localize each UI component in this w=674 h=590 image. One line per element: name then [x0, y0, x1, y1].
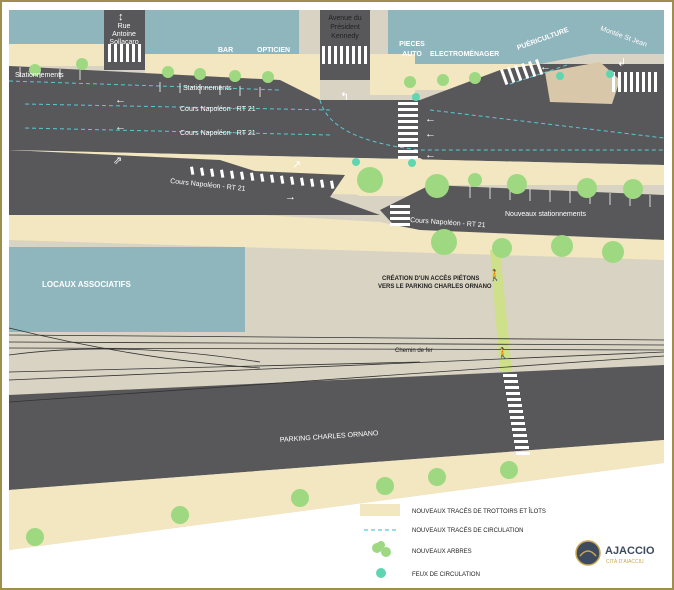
crosswalks — [108, 44, 657, 455]
label-acces-line2: VERS LE PARKING CHARLES ORNANO — [378, 284, 492, 290]
tree-icon — [357, 167, 383, 193]
arrow-turn-icon: ↗ — [292, 159, 301, 171]
legend-item-traffic-lights: FEUX DE CIRCULATION — [412, 572, 480, 578]
arrow-turn-icon: ↰ — [340, 91, 349, 103]
tree-icon — [577, 178, 597, 198]
arrow-up-icon: ↕ — [118, 11, 124, 23]
pedestrian-access-path — [490, 250, 512, 372]
pedestrian-icon: 🚶 — [496, 347, 510, 360]
crosswalk-montee — [612, 72, 657, 92]
crosswalk-parking — [503, 374, 530, 455]
traffic-lights — [352, 70, 614, 167]
tree-icon — [623, 179, 643, 199]
crosswalk-central — [398, 102, 418, 159]
cours-napoleon-road — [9, 64, 664, 165]
label-locaux-associatifs: LOCAUX ASSOCIATIFS — [42, 280, 132, 289]
tree-icon — [437, 74, 449, 86]
label-stationnements-left: Stationnements — [15, 72, 64, 79]
label-opticien: OPTICIEN — [257, 47, 290, 54]
avenue-kennedy-road — [320, 10, 370, 80]
tree-icon — [26, 528, 44, 546]
arrow-left-icon: ← — [425, 149, 436, 161]
tree-icon — [425, 174, 449, 198]
building-shops-right — [388, 10, 664, 54]
pedestrian-icon: 🚶 — [488, 269, 502, 282]
traffic-light-icon — [556, 72, 564, 80]
label-cours-1: Cours Napoléon - RT 21 — [180, 106, 256, 113]
sidewalk-top — [9, 44, 104, 66]
legend-item-circulation: NOUVEAUX TRACÉS DE CIRCULATION — [412, 527, 523, 534]
tree-icon — [29, 64, 41, 76]
ajaccio-logo: AJACCIO CITÀ D'AIACCIU — [575, 540, 655, 566]
tree-icon — [76, 58, 88, 70]
traffic-light-icon — [408, 159, 416, 167]
arrow-right-icon: → — [285, 191, 296, 203]
label-bar: BAR — [218, 47, 233, 54]
arrow-left-icon: ← — [425, 113, 436, 125]
label-chemin-de-fer: Chemin de fer — [395, 348, 433, 354]
parking-charles-ornano — [9, 365, 664, 490]
crosswalk-kennedy — [322, 46, 367, 64]
traffic-light-icon — [352, 158, 360, 166]
tree-icon — [602, 241, 624, 263]
label-cours-2: Cours Napoléon - RT 21 — [180, 130, 256, 137]
tree-icon — [431, 229, 457, 255]
arrow-right-icon: ⇗ — [113, 155, 122, 167]
arrow-left-icon: ← — [540, 61, 551, 73]
tree-icon — [469, 72, 481, 84]
tree-icon — [376, 477, 394, 495]
legend-traffic-light-icon — [376, 568, 386, 578]
crosswalk-puericulture — [500, 58, 544, 86]
label-nouveaux-stationnements: Nouveaux stationnements — [505, 211, 586, 218]
label-stationnements-mid: Stationnements — [183, 85, 232, 92]
tree-icon — [171, 506, 189, 524]
arrow-left-icon: ← — [115, 121, 126, 133]
legend-item-trees: NOUVEAUX ARBRES — [412, 549, 472, 555]
logo-name: AJACCIO — [605, 545, 655, 557]
tree-icon — [291, 489, 309, 507]
tree-icon — [262, 71, 274, 83]
legend-sidewalk-swatch — [360, 504, 400, 516]
label-electromenager: ELECTROMÉNAGER — [430, 49, 499, 58]
building-top-left — [9, 10, 104, 44]
tree-icon — [194, 68, 206, 80]
legend: NOUVEAUX TRACÉS DE TROTTOIRS ET ÎLOTS NO… — [360, 504, 546, 578]
arrow-left-icon: ← — [425, 128, 436, 140]
ajaccio-crest-icon — [575, 540, 601, 566]
building-bar-opticien — [145, 10, 299, 54]
crosswalk-diagonal — [189, 166, 335, 189]
railway-lines — [8, 327, 665, 403]
tree-icon — [428, 468, 446, 486]
tree-icon — [492, 238, 512, 258]
crosswalk-sollacaro — [108, 44, 141, 62]
trees — [26, 58, 643, 546]
tree-icon — [500, 461, 518, 479]
traffic-arrows: ← ← ⇗ → ↗ ↰ ← ← ← ↲ ← ↕ — [113, 11, 626, 203]
traffic-light-icon — [606, 70, 614, 78]
tree-icon — [162, 66, 174, 78]
tree-icon — [468, 173, 482, 187]
tree-icon — [551, 235, 573, 257]
legend-item-sidewalks: NOUVEAUX TRACÉS DE TROTTOIRS ET ÎLOTS — [412, 508, 546, 515]
crosswalk-lower — [390, 205, 410, 226]
traffic-light-icon — [412, 93, 420, 101]
arrow-left-icon: ← — [115, 94, 126, 106]
building-locaux-associatifs — [9, 247, 245, 332]
montee-st-jean-island — [545, 62, 620, 104]
arrow-turn-icon: ↲ — [617, 57, 626, 69]
tree-icon — [404, 76, 416, 88]
new-parking-road — [380, 185, 664, 240]
label-acces-line1: CRÉATION D'UN ACCÈS PIÉTONS — [382, 274, 479, 282]
tree-icon — [507, 174, 527, 194]
logo-tagline: CITÀ D'AIACCIU — [606, 558, 644, 565]
tree-icon — [229, 70, 241, 82]
